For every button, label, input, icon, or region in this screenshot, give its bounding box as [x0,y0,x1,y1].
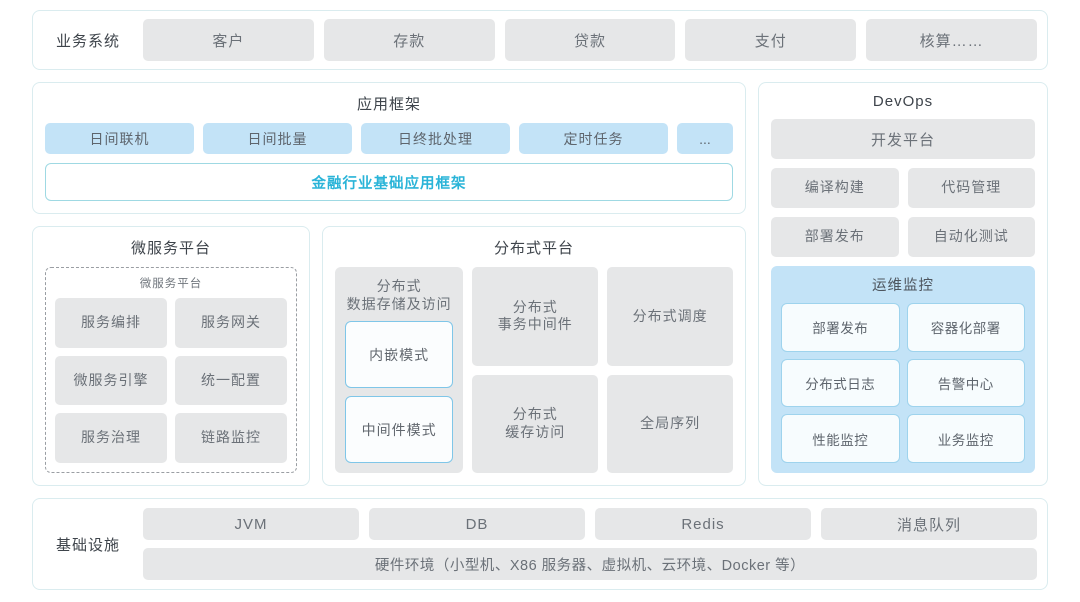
distributed-storage-title-line2: 数据存储及访问 [346,296,452,313]
hardware-environment-bar[interactable]: 硬件环境（小型机、X86 服务器、虚拟机、云环境、Docker 等） [143,548,1037,580]
monitoring-item-grid: 部署发布 容器化部署 分布式日志 告警中心 性能监控 业务监控 [781,303,1025,463]
distributed-item-grid: 分布式 数据存储及访问 内嵌模式 中间件模式 分布式 事务中间件 [335,267,733,473]
distributed-storage-title: 分布式 数据存储及访问 [345,277,453,313]
distributed-storage-title-line1: 分布式 [376,278,422,294]
monitoring-item[interactable]: 告警中心 [906,358,1025,408]
application-framework-chip[interactable]: 日终批处理 [361,123,510,154]
distributed-item[interactable]: 分布式 缓存访问 [472,374,599,473]
devops-platform-item[interactable]: 开发平台 [771,119,1035,159]
application-framework-panel: 应用框架 日间联机 日间批量 日终批处理 定时任务 ... 金融行业基础应用框架 [32,82,746,214]
business-system-item[interactable]: 客户 [143,19,314,61]
infrastructure-body: JVM DB Redis 消息队列 硬件环境（小型机、X86 服务器、虚拟机、云… [143,508,1037,580]
infrastructure-section: 基础设施 JVM DB Redis 消息队列 硬件环境（小型机、X86 服务器、… [32,498,1048,590]
infrastructure-item[interactable]: Redis [595,508,811,540]
financial-foundation-framework-bar[interactable]: 金融行业基础应用框架 [45,163,733,201]
application-framework-chip-list: 日间联机 日间批量 日终批处理 定时任务 ... [45,123,733,154]
distributed-item-line2: 事务中间件 [497,316,573,333]
monitoring-title: 运维监控 [872,278,934,294]
business-system-item[interactable]: 贷款 [504,19,676,61]
microservice-item[interactable]: 统一配置 [175,355,287,406]
infrastructure-item[interactable]: JVM [143,508,359,540]
microservice-item[interactable]: 服务网关 [175,298,287,348]
microservice-item[interactable]: 链路监控 [175,413,287,463]
devops-title: DevOps [872,93,934,110]
infrastructure-item-list: JVM DB Redis 消息队列 [143,508,1037,540]
distributed-item[interactable]: 全局序列 [607,374,733,473]
microservice-platform-inner-box: 微服务平台 服务编排 服务网关 微服务引擎 统一配置 服务治理 链路监控 [45,267,297,473]
infrastructure-item[interactable]: 消息队列 [821,508,1037,540]
lower-platform-row: 微服务平台 微服务平台 服务编排 服务网关 微服务引擎 统一配置 服务治理 链路… [32,226,746,486]
microservice-platform-title: 微服务平台 [130,240,211,257]
infrastructure-label: 基础设施 [55,536,120,554]
devops-panel: DevOps 开发平台 编译构建 代码管理 部署发布 自动化测试 运维监控 部署… [758,82,1048,486]
distributed-item-line1: 分布式 [512,298,558,315]
distributed-storage-card[interactable]: 分布式 数据存储及访问 内嵌模式 中间件模式 [335,267,464,473]
business-systems-section: 业务系统 客户 存款 贷款 支付 核算…… [32,10,1048,70]
distributed-storage-mode[interactable]: 内嵌模式 [345,321,454,389]
monitoring-item[interactable]: 业务监控 [906,414,1025,463]
application-framework-chip[interactable]: 定时任务 [519,123,668,154]
distributed-platform-panel: 分布式平台 分布式 数据存储及访问 内嵌模式 中间件模式 [322,226,746,486]
distributed-item[interactable]: 分布式调度 [607,267,733,366]
devops-column: DevOps 开发平台 编译构建 代码管理 部署发布 自动化测试 运维监控 部署… [758,82,1048,486]
distributed-platform-title: 分布式平台 [493,240,574,257]
distributed-item[interactable]: 分布式 事务中间件 [472,267,599,366]
distributed-item-line1: 全局序列 [640,415,701,431]
business-system-item[interactable]: 支付 [685,19,857,61]
monitoring-item[interactable]: 部署发布 [781,303,900,352]
distributed-item-line2: 缓存访问 [505,423,566,440]
business-systems-label: 业务系统 [55,32,120,50]
devops-item-grid: 编译构建 代码管理 部署发布 自动化测试 [771,168,1035,257]
microservice-item[interactable]: 服务编排 [55,298,167,348]
devops-item[interactable]: 代码管理 [907,168,1035,208]
application-framework-more-chip[interactable]: ... [677,123,733,154]
distributed-storage-mode-list: 内嵌模式 中间件模式 [345,321,454,463]
monitoring-item[interactable]: 容器化部署 [906,303,1025,352]
monitoring-panel: 运维监控 部署发布 容器化部署 分布式日志 告警中心 性能监控 业务监控 [771,266,1035,473]
monitoring-item[interactable]: 性能监控 [781,414,900,463]
distributed-item-line1: 分布式调度 [632,307,708,324]
microservice-item[interactable]: 服务治理 [55,413,167,463]
microservice-platform-panel: 微服务平台 微服务平台 服务编排 服务网关 微服务引擎 统一配置 服务治理 链路… [32,226,310,486]
devops-item[interactable]: 自动化测试 [907,217,1035,257]
application-framework-chip[interactable]: 日间批量 [203,123,352,154]
distributed-storage-mode[interactable]: 中间件模式 [345,396,454,463]
devops-item[interactable]: 部署发布 [771,217,899,257]
business-systems-list: 客户 存款 贷款 支付 核算…… [143,19,1037,61]
platform-column: 应用框架 日间联机 日间批量 日终批处理 定时任务 ... 金融行业基础应用框架… [32,82,746,486]
microservice-item[interactable]: 微服务引擎 [55,355,167,406]
monitoring-item[interactable]: 分布式日志 [781,358,900,408]
microservice-platform-inner-title: 微服务平台 [139,278,203,290]
business-system-item[interactable]: 核算…… [866,19,1037,61]
infrastructure-item[interactable]: DB [369,508,585,540]
devops-item[interactable]: 编译构建 [771,168,899,208]
middle-band: 应用框架 日间联机 日间批量 日终批处理 定时任务 ... 金融行业基础应用框架… [32,82,1048,486]
distributed-item-line1: 分布式 [512,406,558,423]
business-system-item[interactable]: 存款 [323,19,495,61]
application-framework-title: 应用框架 [356,96,421,113]
microservice-item-grid: 服务编排 服务网关 微服务引擎 统一配置 服务治理 链路监控 [55,298,287,463]
application-framework-chip[interactable]: 日间联机 [45,123,194,154]
